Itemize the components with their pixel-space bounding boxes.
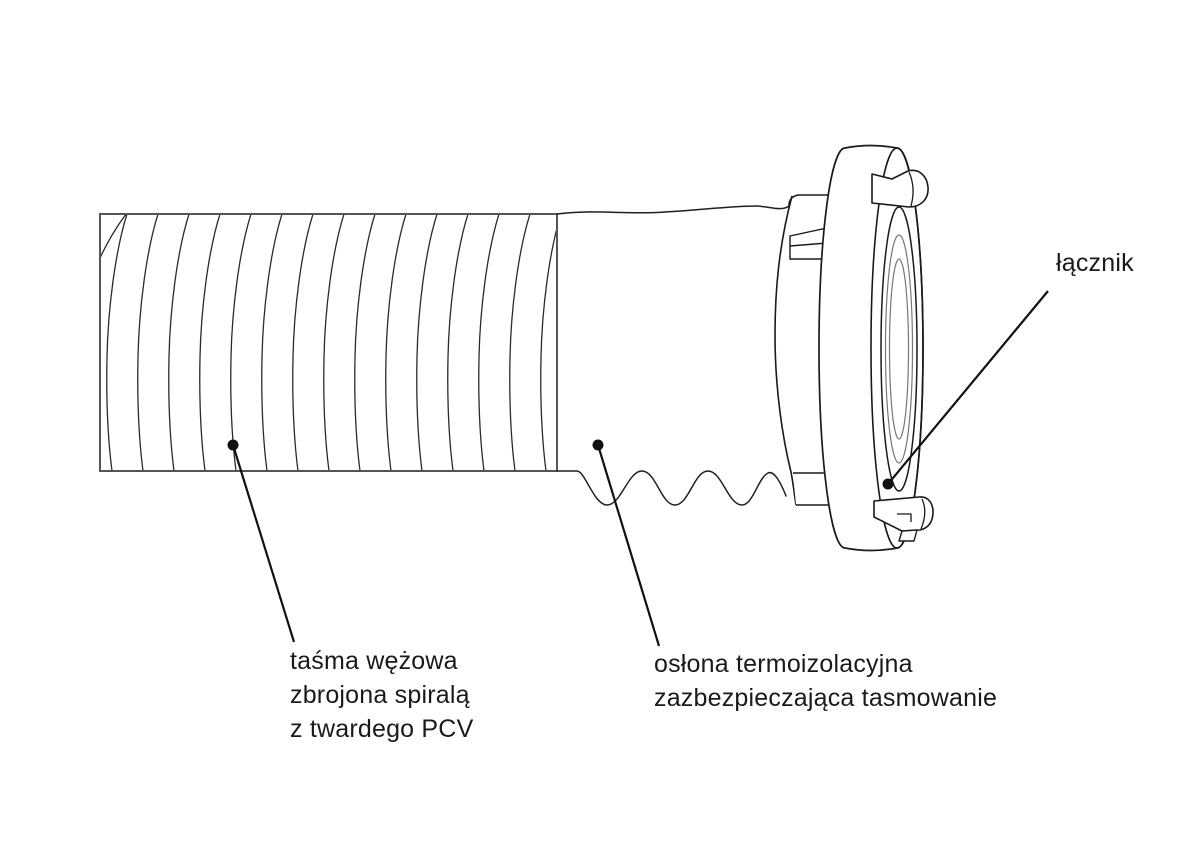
ring-opening-outer <box>880 206 918 492</box>
label-insulation: osłona termoizolacyjna zazbezpieczająca … <box>654 650 998 712</box>
lug-top-body <box>871 169 929 208</box>
insulation-sleeve <box>556 205 790 506</box>
collar-top-edge <box>788 194 828 207</box>
leader-line-insulation <box>596 444 661 647</box>
leader-lines <box>227 290 1049 647</box>
sleeve-top-edge <box>556 205 790 215</box>
sleeve-bottom-wave <box>556 470 787 506</box>
label-connector: łącznik <box>1056 249 1134 277</box>
label-hose-tape: taśma wężowa zbrojona spiralą z twardego… <box>290 647 474 743</box>
coupling-lug-bottom <box>873 496 934 542</box>
leader-dot-insulation <box>592 439 604 451</box>
spiral-lines <box>100 214 557 471</box>
lug-bottom-slot <box>897 513 912 522</box>
ring-groove-1 <box>884 234 914 464</box>
coupling-lug-top <box>871 169 929 208</box>
hose-outline <box>99 213 558 472</box>
leader-line-hose-tape <box>231 444 296 643</box>
hose-corrugated-section <box>99 213 558 472</box>
lug-bottom-inner-line <box>920 498 926 530</box>
lug-top-inner-line <box>908 171 914 207</box>
collar-left-edge <box>774 195 797 506</box>
lug-bottom-tip <box>898 529 918 542</box>
leader-line-connector <box>887 290 1049 485</box>
ring-front-face <box>870 147 924 549</box>
leader-dot-hose-tape <box>227 439 239 451</box>
ring-groove-2 <box>888 258 910 440</box>
leader-dot-connector <box>882 478 894 490</box>
